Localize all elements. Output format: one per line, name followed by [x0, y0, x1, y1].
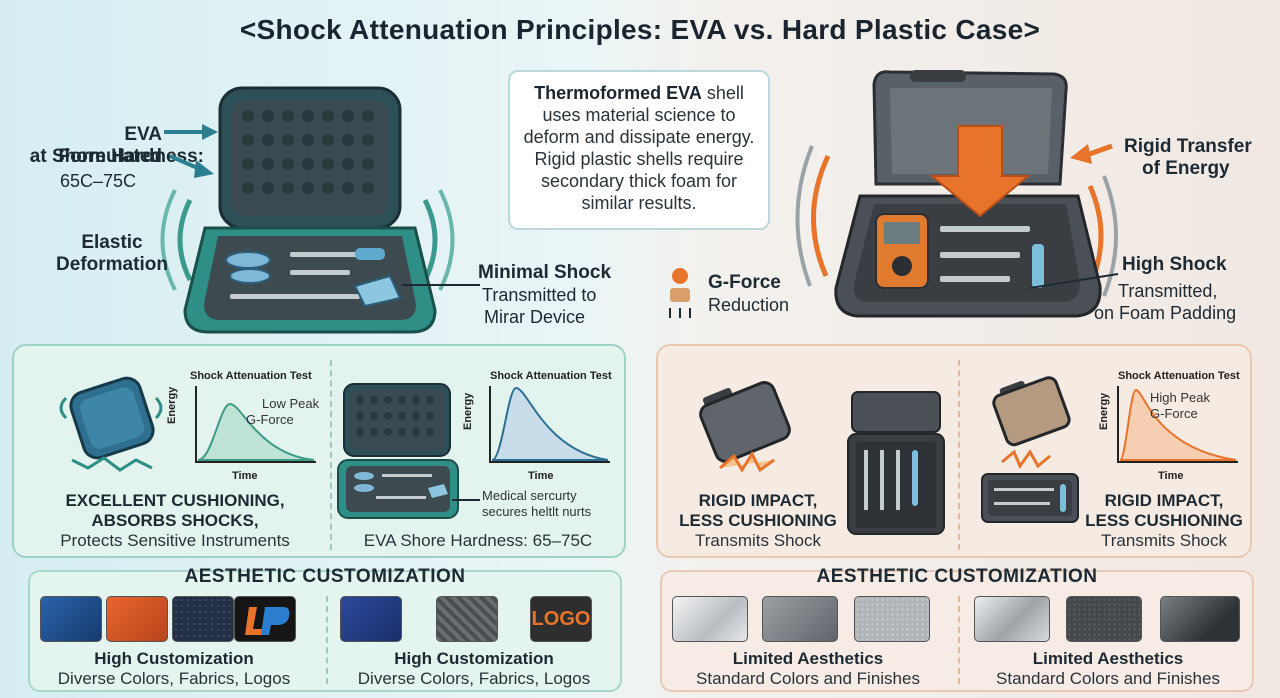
high-shock-label: High Shock [1122, 254, 1227, 275]
hard-caption2-line2: LESS CUSHIONING [1085, 511, 1243, 530]
hard-caption1-line3: Transmits Shock [695, 531, 821, 550]
eva-custom-cap-norm-2: Diverse Colors, Fabrics, Logos [357, 669, 591, 688]
rigid-transfer-label-1: Rigid Transfer [1124, 136, 1252, 157]
swatch-logo-black [234, 596, 296, 642]
chart1-title: Shock Attenuation Test [190, 370, 312, 382]
eva-custom-cap-bold-1: High Customization [94, 649, 254, 668]
hard-panel-divider [958, 360, 960, 550]
chart2-xlabel: Time [528, 470, 554, 482]
medical-pointer [452, 499, 480, 501]
eva-case-drop-icon [59, 376, 163, 472]
chart2-plot [489, 386, 610, 463]
transmitted-to-label: Transmitted to [482, 285, 597, 305]
foam-padding-label: on Foam Padding [1094, 303, 1237, 323]
swatch-logo-dark: LOGO [530, 596, 592, 642]
eva-caption-line2: ABSORBS SHOCKS, [91, 511, 259, 530]
swatch-navy-fabric [340, 596, 402, 642]
shore-hardness-label: at Shore Hardness: [29, 146, 204, 167]
swatch-textured [854, 596, 930, 642]
info-box: Thermoformed EVA shell uses material sci… [508, 70, 770, 230]
swatch-grey-matte [762, 596, 838, 642]
hard-chart-note-1: High Peak [1150, 390, 1210, 405]
chart1-note-2: G-Force [246, 412, 294, 427]
hard-chart-note-2: G-Force [1150, 406, 1198, 421]
page-title: <Shock Attenuation Principles: EVA vs. H… [239, 14, 1041, 45]
hard-chart-ylabel: Energy [1098, 392, 1110, 430]
device-label: Mirar Device [484, 307, 586, 327]
chart2-title: Shock Attenuation Test [490, 370, 612, 382]
swatch-dark-textured [1066, 596, 1142, 642]
rigid-transfer-label-2: of Energy [1142, 158, 1230, 179]
orange-arrow-icon [1070, 143, 1113, 164]
hard-chart-xlabel: Time [1158, 470, 1184, 482]
hard-case-drop-icon [699, 381, 791, 473]
eva-custom-title: AESTHETIC CUSTOMIZATION [184, 566, 466, 587]
hard-custom-divider [958, 596, 960, 684]
pointer-line-right [1030, 273, 1119, 289]
swatch-orange-fabric [106, 596, 168, 642]
swatch-weave-fabric [436, 596, 498, 642]
hard-open-case-small [847, 391, 945, 535]
deformation-label: Deformation [56, 254, 168, 275]
hard-caption1-line2: LESS CUSHIONING [679, 511, 837, 530]
info-box-text: shell uses material science to deform an… [523, 83, 755, 213]
hard-caption1-line1: RIGID IMPACT, [698, 491, 818, 510]
swatch-light-silver [974, 596, 1050, 642]
hard-custom-cap-bold-1: Limited Aesthetics [732, 649, 884, 668]
hard-custom-panel [660, 570, 1254, 692]
hard-caption2-line1: RIGID IMPACT, [1104, 491, 1224, 510]
eva-custom-cap-norm-1: Diverse Colors, Fabrics, Logos [57, 669, 291, 688]
hard-custom-cap-bold-2: Limited Aesthetics [1032, 649, 1184, 668]
eva-shore-caption: EVA Shore Hardness: 65–75C [363, 531, 593, 550]
eva-panel-divider [330, 360, 332, 550]
reduction-label: Reduction [708, 295, 790, 315]
chart1-ylabel: Energy [166, 386, 178, 424]
beige-case-icon [981, 376, 1079, 523]
hard-custom-cap-norm-2: Standard Colors and Finishes [996, 669, 1220, 688]
gforce-label: G-Force [708, 272, 781, 293]
hard-chart-title: Shock Attenuation Test [1118, 370, 1240, 382]
medical-note-2: secures heltlt nurts [482, 504, 592, 519]
arrow-icon [164, 124, 218, 178]
eva-open-case-small [337, 383, 459, 519]
shore-range-label: 65C–75C [59, 171, 136, 191]
logo-icon [245, 607, 290, 635]
elastic-label: Elastic [81, 232, 143, 253]
eva-caption-line3: Protects Sensitive Instruments [60, 531, 290, 550]
eva-caption-line1: EXCELLENT CUSHIONING, [65, 491, 285, 510]
logo-text: LOGO [531, 607, 591, 630]
hard-caption2-line3: Transmits Shock [1101, 531, 1227, 550]
swatch-dark-mesh [172, 596, 234, 642]
chart1-plot [195, 386, 316, 463]
gforce-icon [669, 268, 691, 318]
transmitted-label: Transmitted, [1118, 281, 1218, 301]
eva-case-illustration [160, 86, 455, 334]
medical-note-1: Medical sercurty [482, 488, 577, 503]
swatch-silver-gloss [672, 596, 748, 642]
chart1-xlabel: Time [232, 470, 258, 482]
hard-custom-title: AESTHETIC CUSTOMIZATION [816, 566, 1098, 587]
eva-formulated-label: EVA Formulated [58, 124, 162, 167]
pointer-line [402, 284, 480, 286]
hard-chart-plot [1117, 386, 1238, 463]
eva-custom-divider [326, 596, 328, 684]
minimal-shock-label: Minimal Shock [478, 262, 612, 283]
hard-custom-cap-norm-1: Standard Colors and Finishes [696, 669, 920, 688]
swatch-blue-fabric [40, 596, 102, 642]
hard-case-illustration [795, 70, 1118, 318]
eva-custom-cap-bold-2: High Customization [394, 649, 554, 668]
chart2-ylabel: Energy [462, 392, 474, 430]
swatch-charcoal [1160, 596, 1240, 642]
info-box-bold: Thermoformed EVA [534, 83, 702, 103]
chart1-note-1: Low Peak [262, 396, 320, 411]
